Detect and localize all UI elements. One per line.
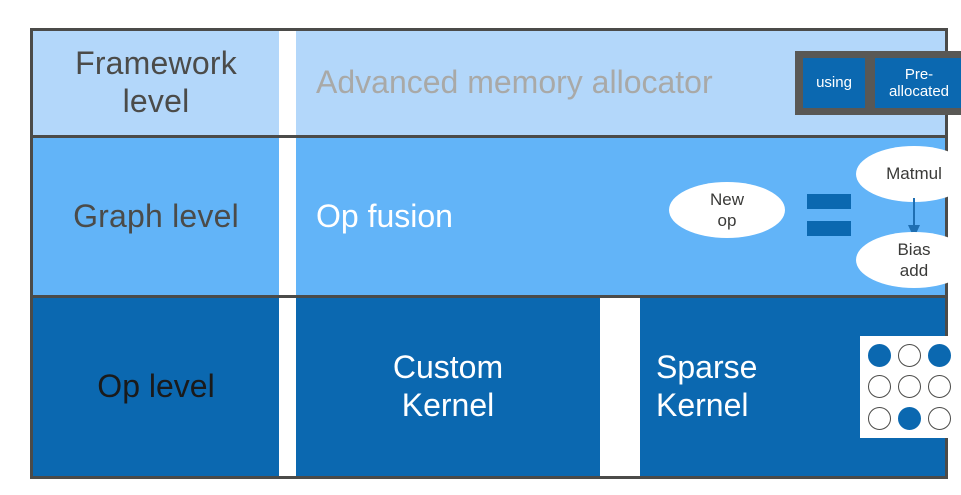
graph-content-cell: Op fusion New op Matmul bbox=[296, 138, 961, 295]
sparse-kernel-label: Sparse Kernel bbox=[640, 349, 757, 425]
allocator-widget: using Pre- allocated bbox=[795, 51, 961, 115]
sparsity-cell bbox=[927, 406, 951, 430]
sparsity-cell bbox=[867, 406, 891, 430]
bias-add-line2: add bbox=[899, 261, 929, 280]
op-row-divider-1 bbox=[279, 298, 296, 476]
sparsity-cell bbox=[867, 344, 891, 368]
custom-kernel-cell: Custom Kernel bbox=[296, 298, 600, 476]
framework-level-label-cell: Framework level bbox=[33, 31, 279, 135]
op-level-label-cell: Op level bbox=[33, 298, 279, 476]
using-chip-label: using bbox=[816, 74, 852, 92]
bias-add-line1: Bias bbox=[897, 239, 931, 259]
custom-kernel-label: Custom Kernel bbox=[393, 349, 503, 425]
graph-row-divider bbox=[279, 138, 296, 295]
graph-level-label-cell: Graph level bbox=[33, 138, 279, 295]
sparsity-cell bbox=[897, 344, 921, 368]
framework-level-label-line1: Framework bbox=[75, 45, 237, 82]
sparse-kernel-cell: Sparse Kernel bbox=[640, 298, 958, 476]
graph-level-label: Graph level bbox=[73, 197, 239, 234]
sparsity-cell bbox=[867, 375, 891, 399]
sparsity-cell bbox=[927, 344, 951, 368]
sparsity-grid bbox=[860, 336, 958, 438]
new-op-node: New op bbox=[669, 182, 785, 238]
custom-kernel-line2: Kernel bbox=[401, 387, 495, 423]
architecture-diagram-frame: Framework level Advanced memory allocato… bbox=[30, 28, 961, 479]
op-row-divider-2 bbox=[600, 298, 640, 476]
down-arrow-icon bbox=[908, 198, 920, 238]
op-fusion-label: Op fusion bbox=[316, 198, 453, 234]
framework-content-cell: Advanced memory allocator using Pre- all… bbox=[296, 31, 961, 135]
op-level-label: Op level bbox=[97, 368, 215, 405]
equals-sign-icon-bottom-bar bbox=[807, 221, 851, 236]
sparse-kernel-line2: Kernel bbox=[656, 387, 749, 423]
sparsity-cell bbox=[897, 406, 921, 430]
new-op-line2: op bbox=[717, 211, 737, 230]
pre-allocated-line1: Pre- bbox=[904, 65, 934, 83]
pre-allocated-chip-label: Pre- allocated bbox=[889, 66, 949, 101]
pre-allocated-line2: allocated bbox=[888, 83, 950, 100]
custom-kernel-line1: Custom bbox=[392, 349, 504, 386]
using-chip[interactable]: using bbox=[803, 58, 865, 108]
framework-level-row: Framework level Advanced memory allocato… bbox=[33, 31, 961, 138]
advanced-memory-allocator-label: Advanced memory allocator bbox=[316, 64, 713, 101]
graph-level-row: Graph level Op fusion New op Matmul bbox=[33, 138, 961, 298]
matmul-node-label: Matmul bbox=[886, 164, 942, 184]
framework-row-divider bbox=[279, 31, 296, 135]
sparse-kernel-line1: Sparse bbox=[656, 349, 758, 386]
bias-add-node-label: Bias add bbox=[897, 239, 930, 282]
new-op-line1: New bbox=[709, 189, 744, 209]
sparsity-cell bbox=[897, 375, 921, 399]
framework-level-label-line2: level bbox=[122, 83, 190, 119]
equals-sign-icon-top-bar bbox=[807, 194, 851, 209]
framework-level-label: Framework level bbox=[75, 45, 237, 121]
bias-add-node: Bias add bbox=[856, 232, 961, 288]
pre-allocated-chip[interactable]: Pre- allocated bbox=[875, 58, 961, 108]
sparsity-cell bbox=[927, 375, 951, 399]
matmul-node: Matmul bbox=[856, 146, 961, 202]
new-op-node-label: New op bbox=[710, 189, 744, 232]
op-level-row: Op level Custom Kernel Sparse Kernel bbox=[33, 298, 958, 476]
